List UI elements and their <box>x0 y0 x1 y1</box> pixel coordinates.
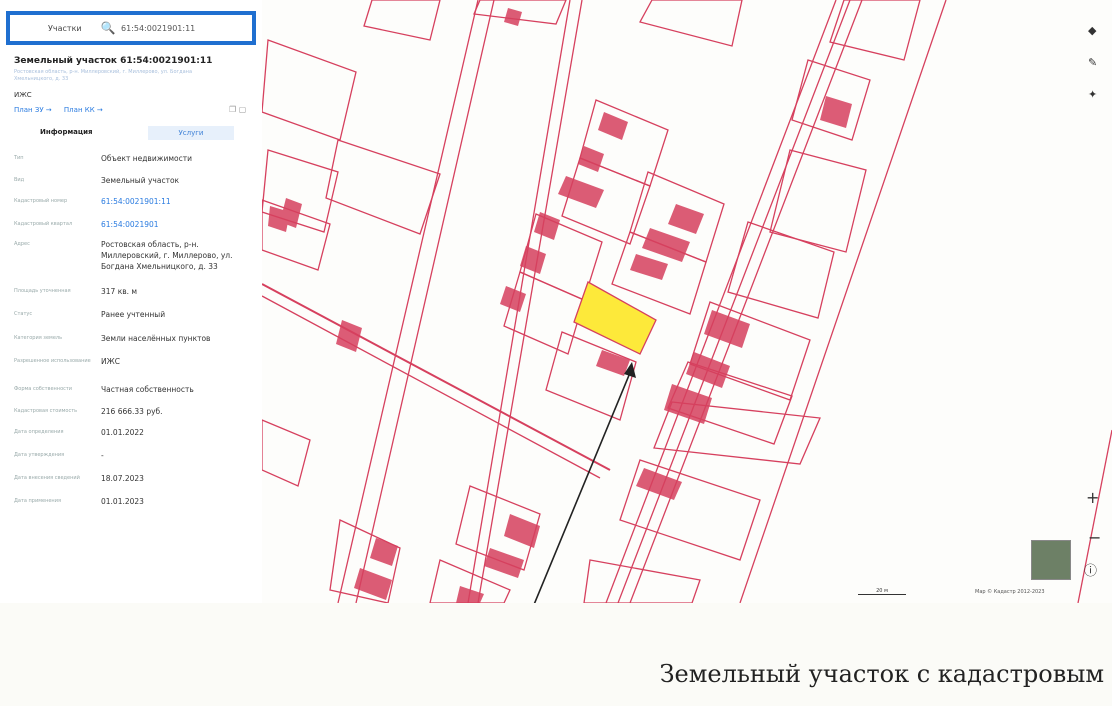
info-row-value: Ростовская область, р-н. Миллеровский, г… <box>101 240 233 271</box>
info-row-label: Адрес <box>14 241 30 247</box>
info-row-label: Кадастровый номер <box>14 198 68 204</box>
info-row-value[interactable]: 61:54:0021901 <box>101 220 159 229</box>
info-row-label: Статус <box>14 311 33 317</box>
caption-area <box>0 603 1112 706</box>
info-row-value[interactable]: 61:54:0021901:11 <box>101 197 171 206</box>
info-row-label: Дата внесения сведений <box>14 475 80 481</box>
cadastral-map[interactable] <box>0 0 1112 603</box>
info-row-label: Кадастровая стоимость <box>14 408 78 414</box>
info-row-label: Форма собственности <box>14 386 73 392</box>
caption-text: Земельный участок с кадастровым <box>659 660 1104 688</box>
info-row-value: 01.01.2022 <box>101 428 144 437</box>
info-row-label: Кадастровый квартал <box>14 221 73 227</box>
info-icon[interactable]: ⓘ <box>1084 564 1098 579</box>
info-row-value: 216 666.33 руб. <box>101 407 163 416</box>
info-panel: Участки 61:54:0021901:11 🔍 Земельный уча… <box>0 0 262 603</box>
parcel-type: ИЖС <box>14 91 32 99</box>
zoom-in-icon[interactable]: + <box>1086 488 1100 507</box>
map-copyright: Map © Кадастр 2012-2023 <box>975 589 1045 595</box>
search-category[interactable]: Участки <box>48 23 82 33</box>
info-row-value: Ранее учтенный <box>101 310 166 319</box>
search-bar[interactable]: Участки 61:54:0021901:11 🔍 <box>6 11 256 45</box>
print-icon[interactable]: ▢ <box>238 105 247 114</box>
copy-icon[interactable]: ❐ <box>229 105 237 114</box>
plan-zu-link[interactable]: План ЗУ → <box>14 106 52 114</box>
plan-links: План ЗУ → План КК → <box>14 106 113 114</box>
info-row-value: Частная собственность <box>101 385 194 394</box>
pencil-icon[interactable]: ✎ <box>1088 56 1098 69</box>
info-row-label: Дата применения <box>14 498 61 504</box>
info-row-value: 18.07.2023 <box>101 474 144 483</box>
info-row-label: Площадь уточненная <box>14 288 71 294</box>
info-row-value: 01.01.2023 <box>101 497 144 506</box>
plan-kk-link[interactable]: План КК → <box>63 106 103 114</box>
info-row-label: Дата утверждения <box>14 452 65 458</box>
tab-services[interactable]: Услуги <box>148 126 234 140</box>
tab-info[interactable]: Информация <box>40 128 93 136</box>
info-row-label: Разрешенное использование <box>14 358 91 364</box>
info-row-value: Земельный участок <box>101 176 180 185</box>
parcel-title: Земельный участок 61:54:0021901:11 <box>14 56 213 66</box>
info-row-label: Вид <box>14 177 25 183</box>
parcel-address: Ростовская область, р-н. Миллеровский, г… <box>14 69 193 82</box>
layers-icon[interactable]: ◆ <box>1088 24 1097 37</box>
info-row-value: Земли населённых пунктов <box>101 334 211 343</box>
info-row-value: ИЖС <box>101 357 120 366</box>
basemap-thumbnail[interactable] <box>1031 540 1071 580</box>
info-row-label: Дата определения <box>14 429 64 435</box>
zoom-out-icon[interactable]: − <box>1088 528 1102 547</box>
panel-tabs: Информация Услуги <box>0 126 262 142</box>
info-row-value: Объект недвижимости <box>101 154 192 163</box>
search-icon[interactable]: 🔍 <box>100 21 116 35</box>
compass-icon[interactable]: ✦ <box>1088 88 1098 101</box>
panel-actions: ❐ ▢ <box>229 105 246 114</box>
info-row-label: Тип <box>14 155 24 161</box>
search-input[interactable]: 61:54:0021901:11 <box>121 23 196 33</box>
scale-bar: 20 м <box>858 588 906 595</box>
info-row-value: 317 кв. м <box>101 287 138 296</box>
selected-parcel <box>573 281 657 355</box>
info-row-label: Категория земель <box>14 335 63 341</box>
info-row-value: - <box>101 451 104 460</box>
